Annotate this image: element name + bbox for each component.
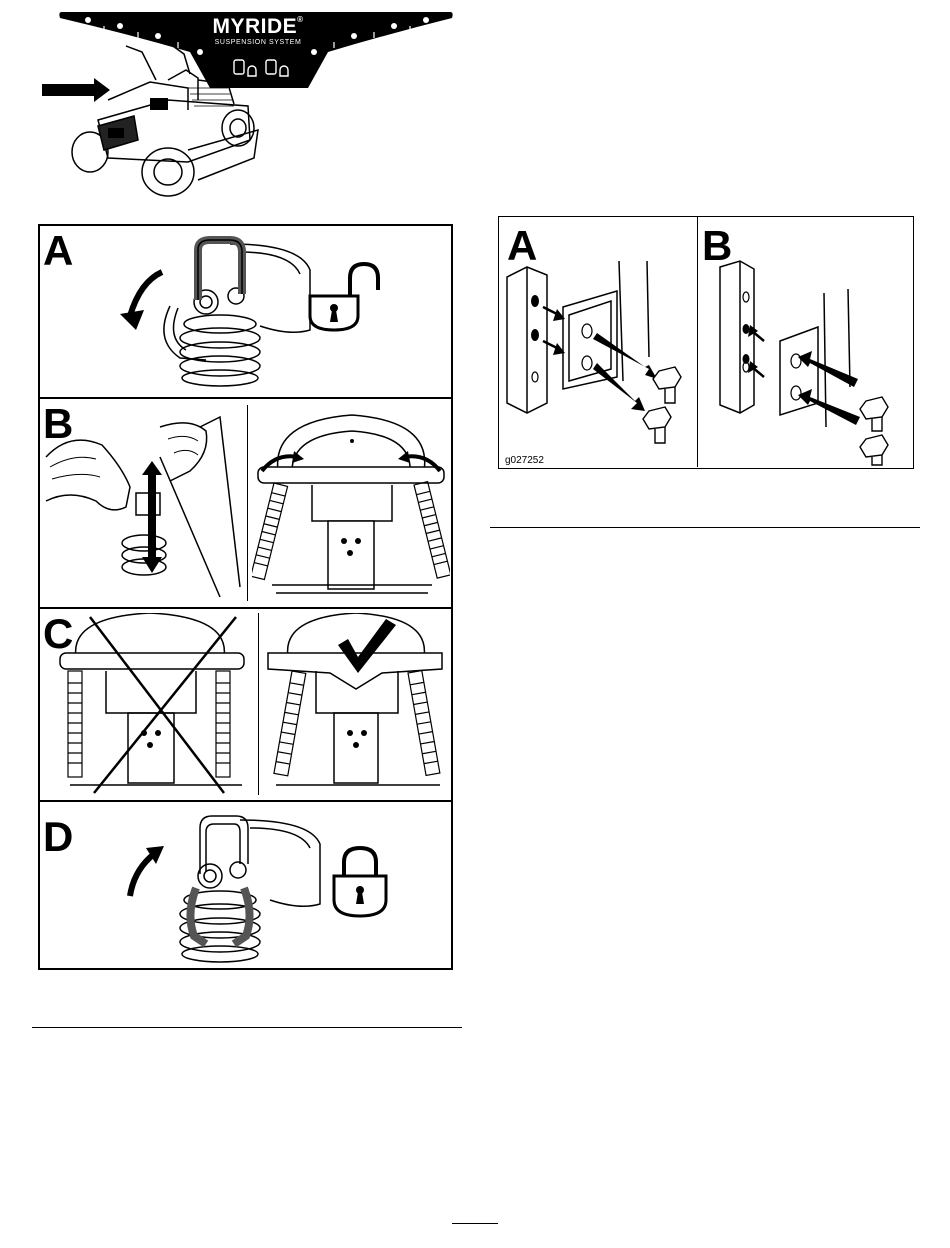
seat-rear-adjust-drawing	[252, 401, 450, 605]
left-panel-a: A	[40, 226, 451, 399]
pull-arrow-icon	[593, 363, 645, 411]
correct-adjustment-drawing	[262, 613, 450, 797]
bolt-install-drawing	[698, 217, 912, 467]
graphic-id-label: g027252	[505, 455, 544, 466]
curved-arrow-icon	[398, 451, 410, 463]
right-column-rule	[490, 527, 920, 528]
right-panel-b: B	[698, 217, 912, 467]
right-panel-a: A	[499, 217, 697, 467]
page-number-rule	[452, 1223, 498, 1224]
incorrect-adjustment-drawing	[46, 613, 254, 797]
left-panel-d: D	[40, 800, 451, 968]
seat-latch-unlock-drawing	[110, 230, 450, 392]
up-down-arrow-icon	[142, 461, 162, 573]
right-figure: A	[498, 216, 914, 469]
bolt-removal-drawing	[499, 217, 697, 467]
pointer-arrow-icon	[42, 78, 110, 102]
locked-padlock-icon	[330, 844, 390, 920]
left-column-rule	[32, 1027, 462, 1028]
left-figure: A	[38, 224, 453, 970]
mower-illustration	[38, 40, 278, 200]
trademark-mark: ®	[297, 15, 303, 24]
hand-adjust-drawing	[40, 397, 246, 605]
panel-divider	[247, 405, 248, 601]
zero-turn-mower-drawing	[38, 40, 278, 200]
rotate-arrow-icon	[120, 310, 144, 330]
brand-text: MYRIDE	[212, 15, 297, 38]
curved-arrow-icon	[292, 451, 304, 463]
seat-latch-lock-drawing	[110, 804, 450, 966]
banner-brand: MYRIDE®	[208, 15, 308, 39]
left-panel-b: B	[40, 397, 451, 609]
panel-label: A	[43, 230, 73, 272]
left-panel-c: C	[40, 607, 451, 802]
panel-divider	[258, 613, 259, 795]
unlocked-padlock-icon	[302, 260, 386, 334]
panel-label: D	[43, 816, 73, 858]
